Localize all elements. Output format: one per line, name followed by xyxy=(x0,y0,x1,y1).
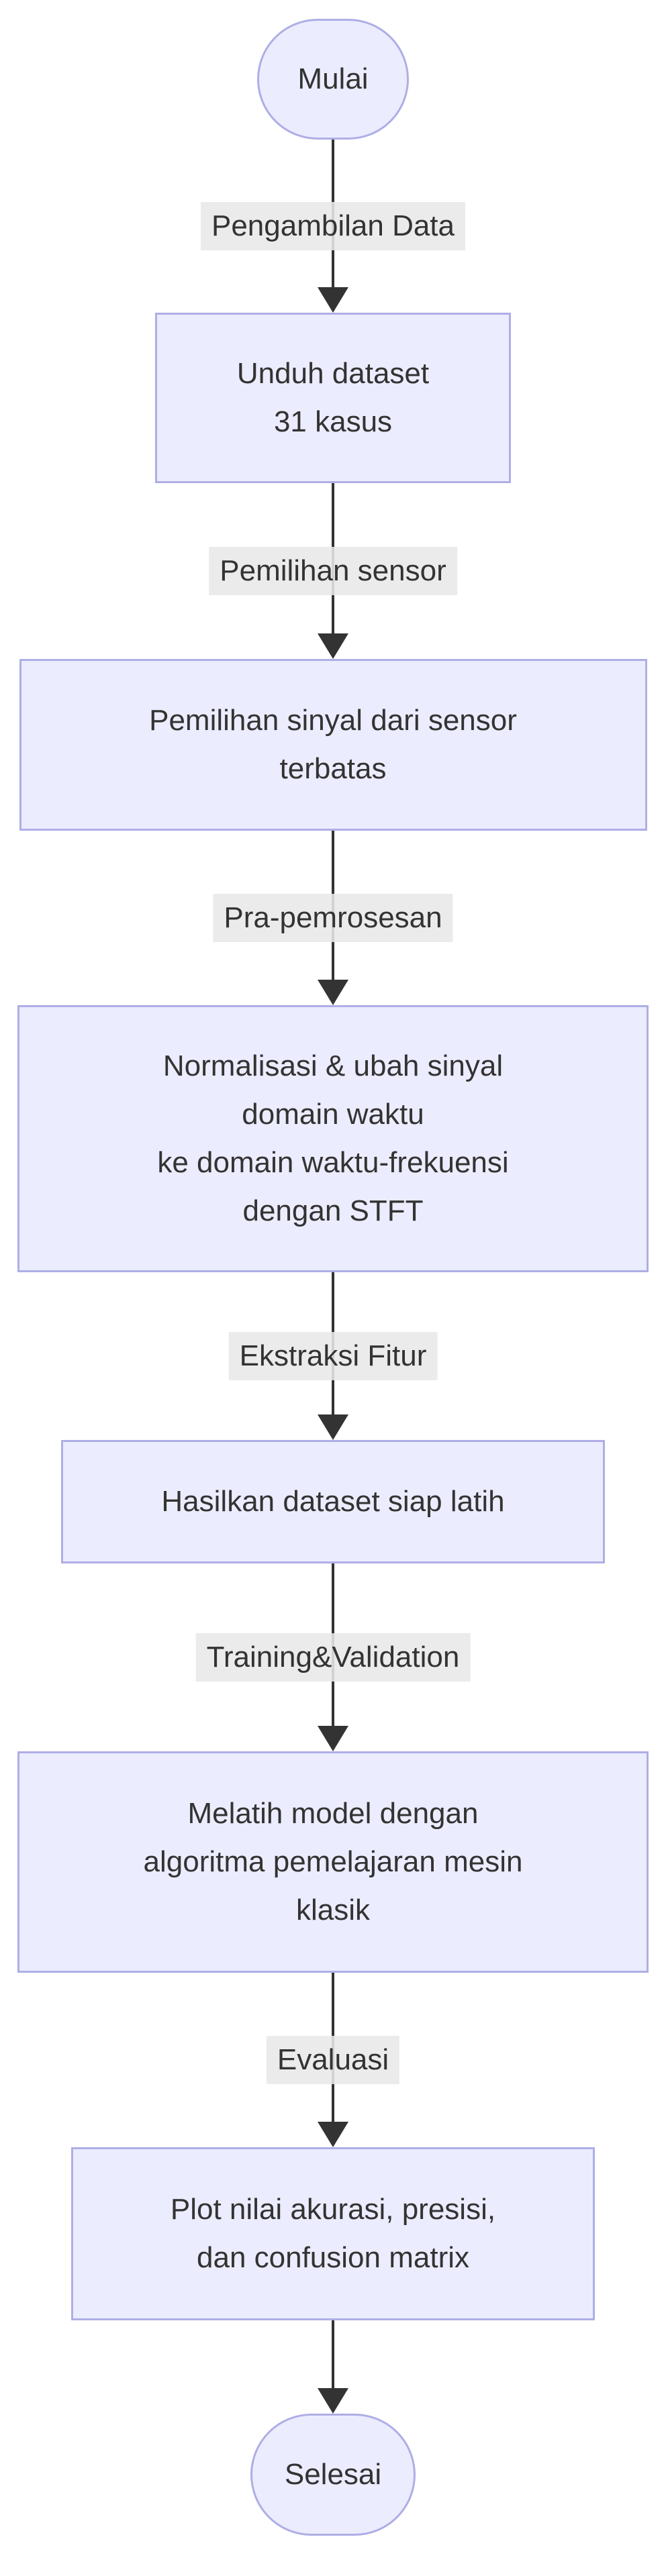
edge-ekstraksi-fitur: Ekstraksi Fitur xyxy=(0,1272,666,1440)
node-hasilkan-dataset: Hasilkan dataset siap latih xyxy=(61,1440,605,1563)
node-mulai: Mulai xyxy=(257,19,409,140)
node-plot-evaluasi-line1: Plot nilai akurasi, presisi, xyxy=(170,2193,496,2226)
edge-label-pra-pemrosesan: Pra-pemrosesan xyxy=(213,894,453,942)
edge-to-selesai xyxy=(0,2320,666,2414)
edge-label-pengambilan-data: Pengambilan Data xyxy=(200,202,466,250)
node-pemilihan-sinyal: Pemilihan sinyal dari sensor terbatas xyxy=(19,659,647,831)
edge-label-pemilihan-sensor: Pemilihan sensor xyxy=(209,547,457,595)
edge-label-ekstraksi-fitur: Ekstraksi Fitur xyxy=(228,1332,438,1380)
node-melatih-model-line1: Melatih model dengan xyxy=(187,1797,479,1830)
edge-pengambilan-data: Pengambilan Data xyxy=(0,140,666,313)
arrowhead-down-icon xyxy=(318,1414,348,1440)
edge-pemilihan-sensor: Pemilihan sensor xyxy=(0,483,666,659)
arrowhead-down-icon xyxy=(318,2388,348,2414)
node-plot-evaluasi: Plot nilai akurasi, presisi, dan confusi… xyxy=(71,2147,595,2320)
arrowhead-down-icon xyxy=(318,2122,348,2147)
node-pemilihan-sinyal-line1: Pemilihan sinyal dari sensor xyxy=(149,704,517,737)
node-melatih-model-line2: algoritma pemelajaran mesin xyxy=(143,1845,523,1878)
edge-line xyxy=(332,2320,334,2410)
arrowhead-down-icon xyxy=(318,1726,348,1751)
node-unduh-dataset-line1: Unduh dataset xyxy=(236,357,430,390)
node-selesai-label: Selesai xyxy=(284,2458,382,2491)
node-mulai-label: Mulai xyxy=(297,62,369,95)
edge-label-training-validation: Training&Validation xyxy=(195,1633,471,1682)
arrowhead-down-icon xyxy=(318,980,348,1005)
node-normalisasi-line1: Normalisasi & ubah sinyal xyxy=(162,1049,504,1082)
node-hasilkan-dataset-line1: Hasilkan dataset siap latih xyxy=(161,1485,505,1518)
node-normalisasi-line2: domain waktu xyxy=(242,1098,424,1131)
node-normalisasi-stft: Normalisasi & ubah sinyal domain waktu k… xyxy=(17,1005,649,1272)
arrowhead-down-icon xyxy=(318,287,348,313)
edge-pra-pemrosesan: Pra-pemrosesan xyxy=(0,831,666,1005)
node-plot-evaluasi-line2: dan confusion matrix xyxy=(197,2241,469,2274)
node-melatih-model: Melatih model dengan algoritma pemelajar… xyxy=(17,1751,649,1973)
node-melatih-model-line3: klasik xyxy=(295,1894,371,1926)
edge-label-evaluasi: Evaluasi xyxy=(266,2036,400,2084)
edge-evaluasi: Evaluasi xyxy=(0,1973,666,2147)
node-selesai: Selesai xyxy=(250,2414,416,2536)
node-normalisasi-line3: ke domain waktu-frekuensi xyxy=(157,1146,509,1179)
node-unduh-dataset-line2: 31 kasus xyxy=(273,405,393,438)
node-normalisasi-line4: dengan STFT xyxy=(242,1194,424,1227)
node-unduh-dataset: Unduh dataset 31 kasus xyxy=(155,313,511,483)
node-pemilihan-sinyal-line2: terbatas xyxy=(279,752,387,785)
edge-training-validation: Training&Validation xyxy=(0,1563,666,1751)
arrowhead-down-icon xyxy=(318,633,348,659)
